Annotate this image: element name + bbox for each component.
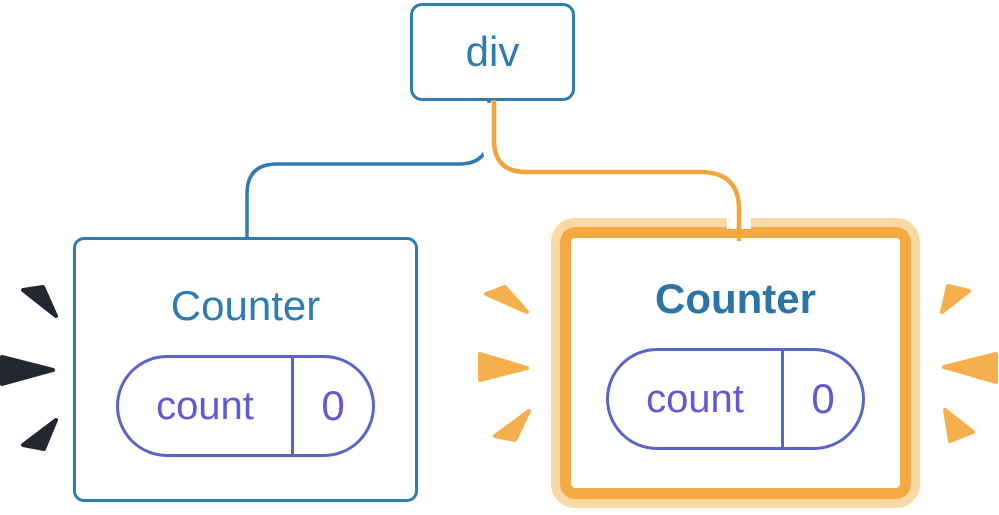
burst-left-counter: [0, 285, 58, 451]
burst-ray-icon: [943, 408, 975, 443]
counter-card-left-title: Counter: [170, 282, 321, 329]
counter-card-right: Counter count 0: [560, 227, 911, 499]
burst-ray-icon: [493, 409, 531, 442]
tree-node-div-label: div: [465, 28, 520, 75]
counter-card-left: Counter count 0: [73, 237, 418, 502]
burst-ray-icon: [21, 418, 58, 451]
burst-ray-icon: [484, 285, 529, 314]
state-value-cell: 0: [811, 375, 835, 422]
burst-ray-icon: [0, 355, 55, 386]
edge-div-to-right-counter-casing: [482, 103, 751, 229]
counter-card-right-highlight-ring: Counter count 0: [551, 218, 920, 508]
state-pill-right: count 0: [606, 348, 865, 450]
tree-node-div: div: [410, 3, 575, 101]
state-key-cell: count: [119, 358, 294, 454]
burst-ray-icon: [942, 352, 998, 384]
state-pill-left: count 0: [116, 355, 375, 457]
counter-card-right-title: Counter: [655, 275, 816, 322]
burst-ray-icon: [478, 352, 529, 382]
burst-ray-icon: [940, 284, 971, 314]
state-key-cell: count: [609, 351, 784, 447]
burst-right-counter-right-side: [940, 284, 998, 443]
state-value-cell: 0: [321, 382, 345, 429]
burst-ray-icon: [21, 285, 58, 318]
edge-div-to-left-counter: [245, 100, 491, 239]
burst-right-counter-left-side: [478, 285, 531, 442]
